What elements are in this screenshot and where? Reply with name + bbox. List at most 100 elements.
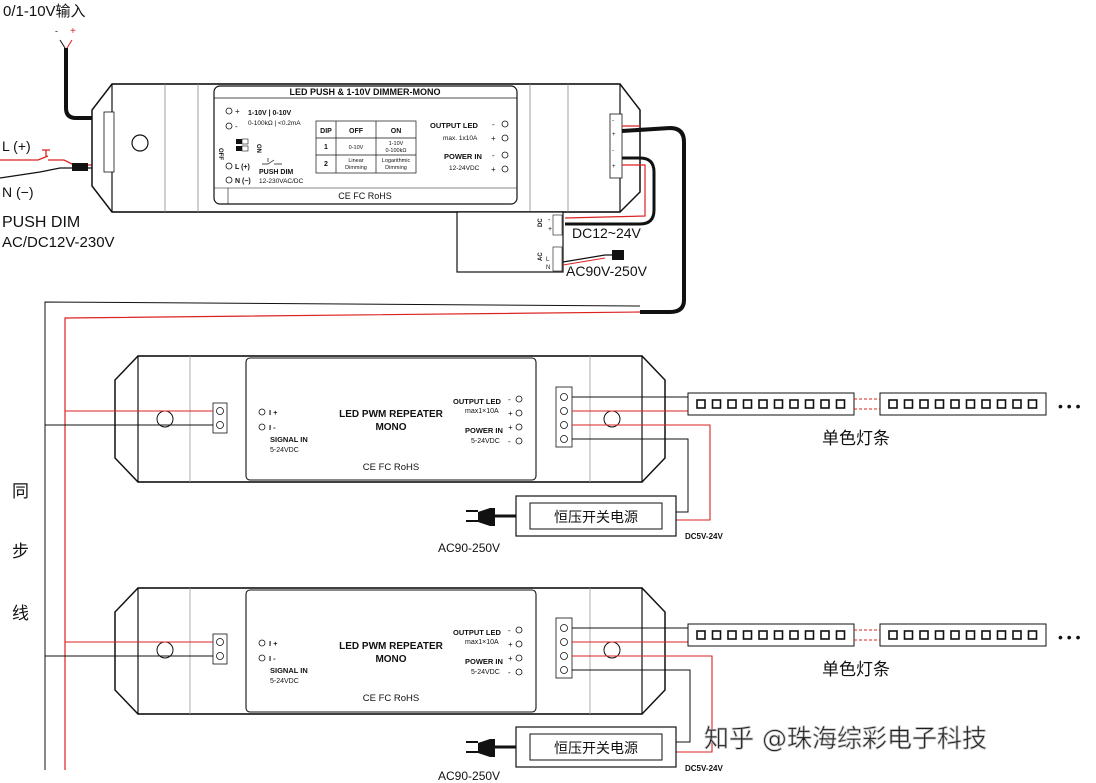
push-dim-terminal-label: PUSH DIM: [259, 169, 293, 176]
led-chip: [981, 630, 991, 640]
led-chip: [981, 399, 991, 409]
strip-continuation-1: • • •: [1058, 398, 1081, 414]
l-wire: [0, 155, 104, 166]
psu-n-label: N: [546, 265, 550, 271]
master-power-in-label: POWER IN: [444, 152, 482, 161]
svg-text:OUTPUT LED: OUTPUT LED: [453, 628, 501, 637]
master-title: LED PUSH & 1-10V DIMMER-MONO: [289, 87, 440, 97]
n-terminal: [225, 176, 233, 184]
left-terminal-block: [103, 111, 115, 173]
led-chip: [996, 399, 1007, 409]
led-chip: [696, 399, 706, 409]
master-dimmer: LED PUSH & 1-10V DIMMER-MONO + - 1-10V |…: [91, 83, 641, 213]
led-chip: [950, 630, 960, 640]
master-certifications: CE FC RoHS: [338, 191, 392, 201]
input-plus-terminal: [225, 107, 233, 115]
repeater-subtitle: MONO: [375, 654, 406, 665]
input-minus-terminal: [225, 122, 233, 130]
repeater-power-voltage: 5-24VDC: [471, 438, 500, 445]
dip-on-label: ON: [255, 144, 261, 153]
master-power-voltage: 12-24VDC: [449, 165, 480, 172]
signal-minus-label: I -: [269, 423, 276, 432]
led-chip: [742, 399, 753, 409]
led-chip: [903, 399, 914, 409]
svg-text:-: -: [508, 668, 511, 677]
ac-term-label: AC: [538, 252, 544, 261]
svg-text:+: +: [508, 654, 513, 663]
svg-text:-: -: [508, 395, 511, 404]
dip-row2-off-2: Dimming: [345, 165, 367, 171]
led-chip: [696, 630, 706, 640]
n-terminal-label: N (−): [235, 178, 251, 185]
svg-text:max1×10A: max1×10A: [465, 639, 499, 646]
repeater-output-max: max1×10A: [465, 408, 499, 415]
led-chip: [820, 630, 830, 640]
output-plus-terminal: [501, 134, 509, 142]
led-chip: [965, 399, 976, 409]
strip-label-1: 单色灯条: [822, 429, 890, 449]
led-chip: [773, 630, 784, 640]
dip-row1-off: 0-10V: [349, 145, 364, 151]
master-output-cable: [621, 125, 686, 314]
input-plus-mark: +: [235, 107, 240, 116]
signal-in-label: SIGNAL IN: [270, 435, 308, 444]
push-dim-title: PUSH DIM: [2, 214, 80, 231]
led-chip: [1012, 630, 1022, 640]
svg-text:CE FC RoHS: CE FC RoHS: [363, 693, 419, 704]
led-chip: [727, 399, 737, 409]
sync-label-1: 同: [12, 482, 29, 502]
svg-text:-: -: [492, 120, 495, 129]
input-wire-plus-lead: [66, 39, 73, 49]
repeater-certifications: CE FC RoHS: [363, 462, 419, 473]
svg-text:+: +: [491, 165, 496, 174]
wire-connector-clip: [72, 163, 88, 171]
ac-label-2: AC90-250V: [438, 769, 500, 783]
led-chip: [727, 630, 737, 640]
dip-header-dip: DIP: [320, 128, 332, 135]
l-terminal: [225, 162, 233, 170]
svg-text:+: +: [491, 134, 496, 143]
led-chip: [804, 630, 815, 640]
psu-dc-label-2: DC5V-24V: [685, 764, 723, 773]
master-output-max: max. 1x10A: [443, 135, 478, 142]
signal-plus-terminal: [258, 408, 266, 416]
led-chip: [888, 630, 898, 640]
led-chip: [1027, 399, 1038, 409]
led-chip: [950, 399, 960, 409]
sync-line-red: [64, 311, 641, 770]
repeater-label-panel: [245, 589, 537, 713]
input-minus-mark: -: [235, 122, 238, 131]
led-chip: [919, 630, 929, 640]
top-psu-ac-label: AC90V-250V: [566, 263, 648, 279]
sync-label-2: 步: [12, 542, 29, 562]
push-switch-symbol: [42, 149, 50, 157]
repeater-1: I + I - SIGNAL IN 5-24VDC LED PWM REPEAT…: [114, 355, 666, 483]
svg-text:+: +: [612, 132, 616, 138]
top-psu-dc-label: DC12~24V: [572, 225, 642, 241]
dip-row2-off-1: Linear: [348, 158, 363, 164]
dip-row2-id: 2: [324, 161, 328, 168]
svg-text:5-24VDC: 5-24VDC: [471, 669, 500, 676]
led-chip: [773, 399, 784, 409]
led-chip: [903, 630, 914, 640]
dip-row1-on-1: 1-10V: [389, 141, 404, 147]
ac-plug-icon: [478, 739, 495, 757]
power-supply-1: [515, 495, 677, 537]
svg-text:-: -: [612, 118, 614, 124]
dip-header-on: ON: [391, 128, 402, 135]
dip-table: DIP OFF ON 1 0-10V 1-10V 0-100kΩ 2 Linea…: [315, 120, 417, 174]
ac-plug-icon: [478, 508, 495, 526]
led-chip: [934, 630, 945, 640]
output-terminal-block: [555, 386, 573, 448]
l-terminal-label: L (+): [235, 164, 250, 171]
push-dim-voltage: AC/DC12V-230V: [2, 234, 115, 251]
led-strip-2: [687, 623, 1047, 647]
dip-row1-id: 1: [324, 144, 328, 151]
signal-plus-label: I +: [269, 408, 278, 417]
dc-term-label: DC: [538, 218, 544, 227]
led-chip: [804, 399, 815, 409]
led-chip: [1027, 630, 1038, 640]
svg-text:-: -: [612, 148, 614, 154]
push-dim-terminal-voltage: 12-230VAC/DC: [259, 178, 304, 185]
